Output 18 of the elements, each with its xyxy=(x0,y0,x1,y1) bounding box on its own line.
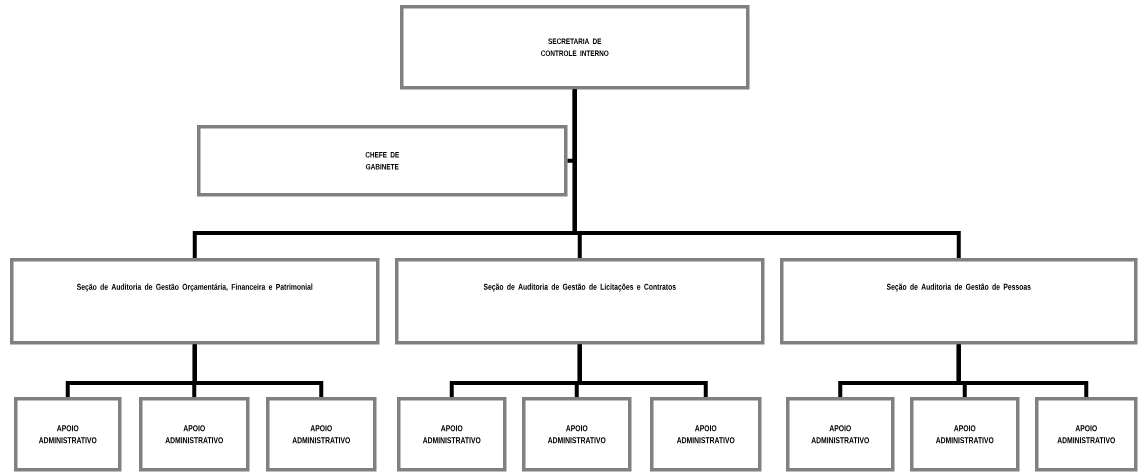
section-box: Seção de Auditoria de Gestão de Pessoas xyxy=(780,258,1138,345)
support-box: APOIO ADMINISTRATIVO xyxy=(139,397,250,472)
unit-box: CHEFE DE GABINETE xyxy=(197,125,568,197)
connector-line xyxy=(577,344,708,397)
unit-box: SECRETARIA DE CONTROLE INTERNO xyxy=(400,5,750,90)
support-box: APOIO ADMINISTRATIVO xyxy=(522,397,632,472)
support-box: APOIO ADMINISTRATIVO xyxy=(910,397,1020,472)
section-box: Seção de Auditoria de Gestão de Licitações e Contratos xyxy=(395,258,765,345)
support-box: APOIO ADMINISTRATIVO xyxy=(1035,397,1138,472)
support-box: APOIO ADMINISTRATIVO xyxy=(266,397,377,472)
connector-line xyxy=(956,344,1089,397)
connector-line xyxy=(572,89,961,258)
support-box: APOIO ADMINISTRATIVO xyxy=(14,397,122,472)
section-box: Seção de Auditoria de Gestão Orçamentária, Financeira e Patrimonial xyxy=(10,258,380,345)
support-box: APOIO ADMINISTRATIVO xyxy=(786,397,895,472)
support-box: APOIO ADMINISTRATIVO xyxy=(397,397,507,472)
connector-line xyxy=(192,344,324,397)
support-box: APOIO ADMINISTRATIVO xyxy=(650,397,762,472)
